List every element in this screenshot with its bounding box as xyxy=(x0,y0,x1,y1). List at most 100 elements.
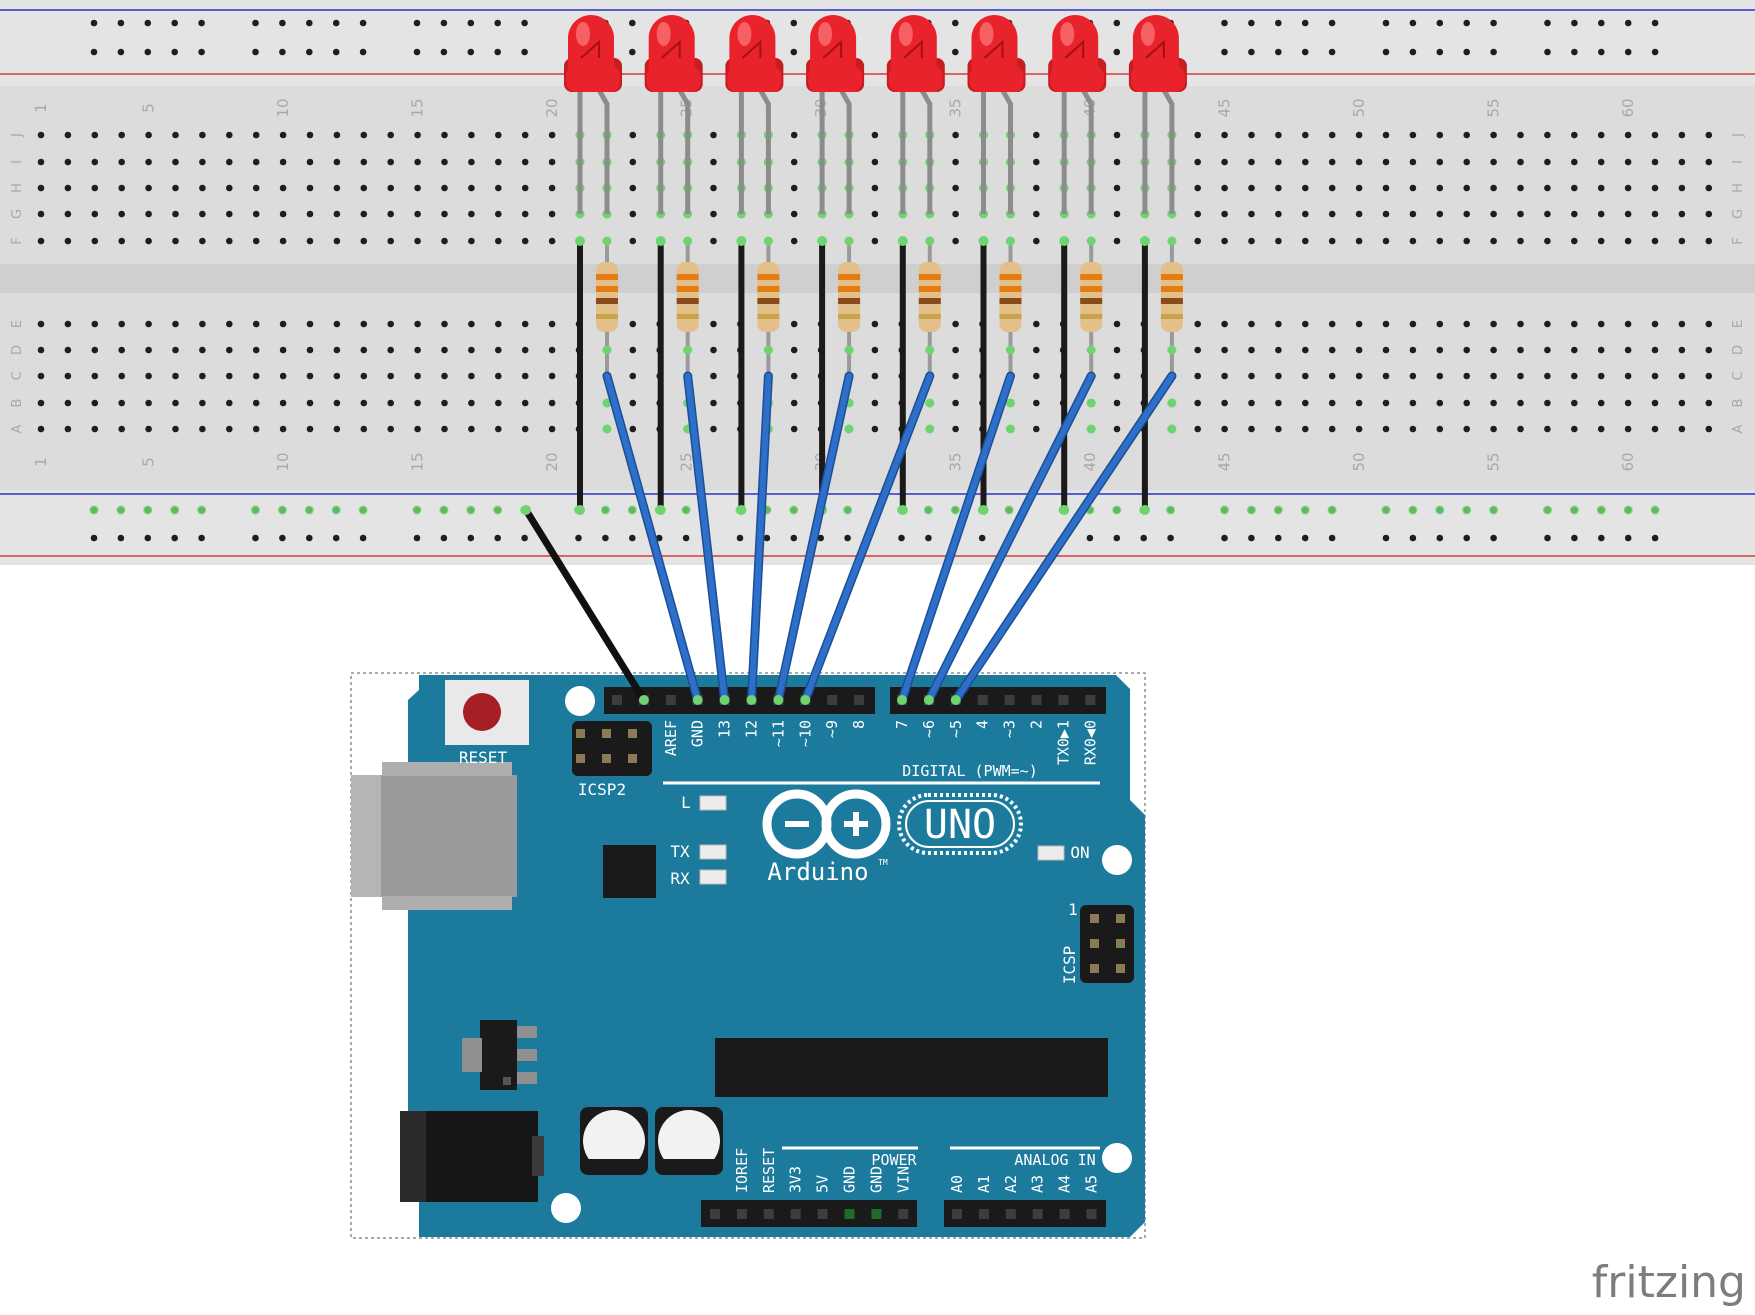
brand-logo: fritzing xyxy=(1592,1257,1746,1308)
column-number-top: 5 xyxy=(140,103,158,113)
breadboard-hole xyxy=(1705,372,1713,380)
power-header xyxy=(701,1200,917,1227)
header-pin[interactable] xyxy=(1085,695,1096,705)
breadboard-hole xyxy=(1463,158,1470,166)
icsp2-pin xyxy=(602,754,611,763)
breadboard-hole xyxy=(91,131,99,139)
header-pin[interactable] xyxy=(871,1209,882,1219)
breadboard-hole xyxy=(1571,158,1578,166)
led xyxy=(729,15,776,71)
header-pin[interactable] xyxy=(1059,1209,1070,1219)
breadboard-hole xyxy=(333,372,341,380)
breadboard-hole xyxy=(1651,158,1659,166)
rail-hole-connected xyxy=(600,505,610,515)
breadboard-hole xyxy=(468,399,475,407)
rail-hole xyxy=(198,48,205,56)
header-pin[interactable] xyxy=(790,1209,801,1219)
breadboard-hole xyxy=(468,210,475,218)
breadboard-hole xyxy=(521,237,529,245)
breadboard-hole xyxy=(306,425,314,433)
breadboard-hole xyxy=(252,237,260,245)
header-pin[interactable] xyxy=(736,1209,747,1219)
header-pin[interactable] xyxy=(1031,695,1042,705)
connected-hole xyxy=(683,236,693,246)
connected-hole xyxy=(1006,424,1015,434)
breadboard-hole xyxy=(1490,372,1497,380)
breadboard-hole xyxy=(1382,320,1390,328)
analog-pin-label: A2 xyxy=(1002,1175,1020,1193)
rail-hole-connected xyxy=(1462,505,1472,515)
breadboard-hole xyxy=(360,210,368,218)
led-die xyxy=(741,39,762,59)
breadboard-hole xyxy=(521,158,529,166)
rail-hole xyxy=(359,19,367,27)
header-pin[interactable] xyxy=(1058,695,1069,705)
rail-hole-connected xyxy=(789,505,799,515)
header-pin[interactable] xyxy=(665,695,676,705)
rail-hole xyxy=(279,19,286,27)
header-pin[interactable] xyxy=(1004,695,1015,705)
connected-hole xyxy=(1086,398,1096,408)
header-pin[interactable] xyxy=(1032,1209,1043,1219)
breadboard-hole xyxy=(1571,346,1578,354)
breadboard-hole xyxy=(414,210,421,218)
icsp-label: ICSP xyxy=(1060,946,1079,985)
breadboard-hole xyxy=(1409,131,1417,139)
breadboard-hole xyxy=(1221,372,1228,380)
breadboard-hole xyxy=(1678,184,1686,192)
l-led-label: L xyxy=(681,793,691,812)
breadboard-hole xyxy=(1436,131,1444,139)
header-pin[interactable] xyxy=(952,1209,962,1219)
header-pin[interactable] xyxy=(1005,1209,1016,1219)
breadboard-hole xyxy=(1490,346,1497,354)
resistor-band xyxy=(999,274,1022,280)
header-pin[interactable] xyxy=(827,695,838,705)
breadboard-hole xyxy=(871,131,879,139)
power-pin-label: 5V xyxy=(814,1175,832,1193)
breadboard-hole xyxy=(1597,372,1605,380)
connected-hole xyxy=(1059,236,1069,246)
rail-hole xyxy=(952,19,959,27)
breadboard-hole xyxy=(333,158,341,166)
resistor-band xyxy=(838,314,861,319)
rail-hole xyxy=(1382,534,1390,542)
breadboard-hole xyxy=(790,346,798,354)
breadboard-hole xyxy=(64,320,72,328)
header-pin[interactable] xyxy=(763,1209,774,1219)
wire-end xyxy=(978,505,989,515)
header-pin[interactable] xyxy=(854,695,865,705)
rail-hole xyxy=(1409,534,1417,542)
header-pin[interactable] xyxy=(978,1209,989,1219)
breadboard-hole xyxy=(145,425,152,433)
breadboard-hole xyxy=(414,399,421,407)
breadboard-hole xyxy=(37,399,45,407)
breadboard-hole xyxy=(495,372,502,380)
breadboard-hole xyxy=(710,372,717,380)
header-pin[interactable] xyxy=(898,1209,909,1219)
breadboard-hole xyxy=(226,158,233,166)
header-pin[interactable] xyxy=(977,695,988,705)
breadboard-hole xyxy=(306,158,314,166)
rail-hole xyxy=(117,19,125,27)
header-pin[interactable] xyxy=(1086,1209,1097,1219)
reset-button[interactable] xyxy=(463,693,501,731)
rail-hole xyxy=(1598,48,1605,56)
breadboard-hole xyxy=(1248,131,1255,139)
led-lead xyxy=(758,88,771,214)
row-label: I xyxy=(1731,160,1746,164)
breadboard-hole xyxy=(1651,399,1659,407)
header-pin[interactable] xyxy=(612,695,622,705)
breadboard-hole xyxy=(64,425,72,433)
header-pin[interactable] xyxy=(710,1209,720,1219)
rail-hole xyxy=(682,534,690,542)
header-pin[interactable] xyxy=(817,1209,828,1219)
icsp-header xyxy=(1080,905,1134,983)
reset-label: RESET xyxy=(459,748,508,767)
header-pin[interactable] xyxy=(844,1209,855,1219)
breadboard-hole xyxy=(1705,346,1713,354)
breadboard-hole xyxy=(1436,372,1444,380)
rail-hole xyxy=(1382,48,1390,56)
breadboard-hole xyxy=(172,346,179,354)
breadboard-hole xyxy=(1436,237,1444,245)
led-highlight xyxy=(1060,22,1075,46)
